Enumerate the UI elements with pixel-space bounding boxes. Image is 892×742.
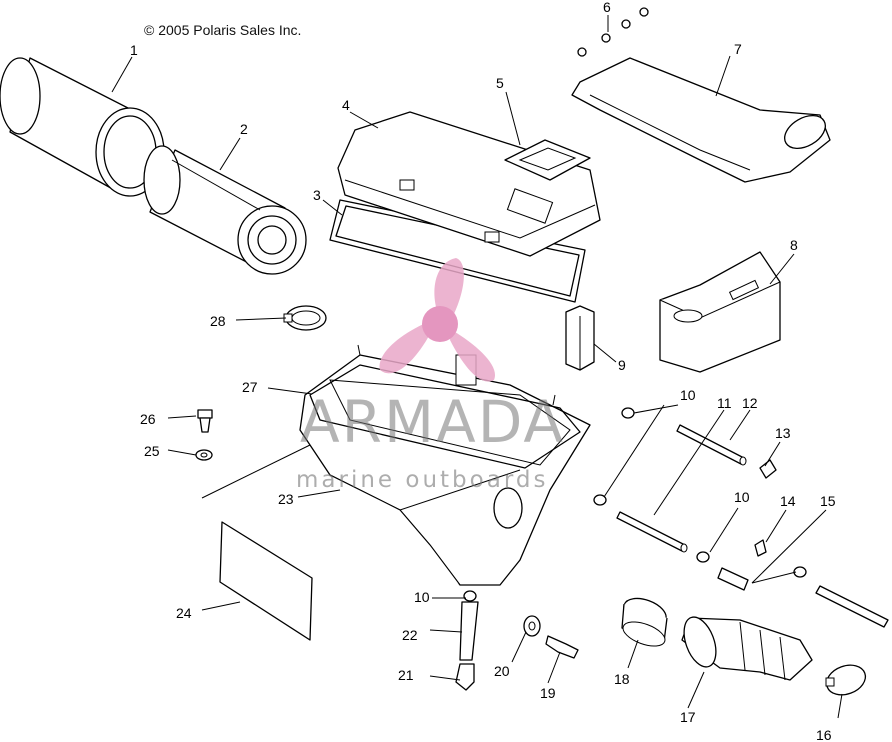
part-25-washer — [195, 449, 213, 461]
drain-tube — [815, 585, 889, 628]
callout-4: 4 — [342, 97, 350, 113]
callout-14: 14 — [780, 493, 796, 509]
part-2-filter-element — [143, 145, 307, 275]
callout-2: 2 — [240, 121, 248, 137]
watermark-propeller-icon — [379, 258, 495, 382]
callouts: 1 2 3 4 5 6 7 8 9 10 11 12 13 10 14 15 1… — [130, 0, 836, 742]
callout-26: 26 — [140, 411, 156, 427]
leader-lines — [111, 15, 843, 719]
callout-21: 21 — [398, 667, 414, 683]
watermark-subtitle: marine outboards — [296, 467, 548, 493]
part-7-intake-duct — [571, 57, 831, 183]
callout-7: 7 — [734, 41, 742, 57]
part-14-clip — [754, 539, 767, 557]
part-12-tube — [676, 424, 747, 466]
callout-15: 15 — [820, 493, 836, 509]
callout-27: 27 — [242, 379, 258, 395]
watermark-title: ARMADA — [300, 388, 565, 456]
part-21-drain-cap — [455, 663, 475, 691]
callout-19: 19 — [540, 685, 556, 701]
callout-17: 17 — [680, 709, 696, 725]
callout-16: 16 — [816, 727, 832, 742]
part-1-filter-sleeve — [0, 57, 165, 197]
callout-6: 6 — [603, 0, 611, 15]
callout-8: 8 — [790, 237, 798, 253]
callout-18: 18 — [614, 671, 630, 687]
part-26-push-pin — [197, 409, 213, 433]
part-4-airbox-lid — [337, 111, 601, 257]
callout-23: 23 — [278, 491, 294, 507]
callout-12: 12 — [742, 395, 758, 411]
part-5-lid-plate — [504, 139, 591, 181]
part-28-clamp — [283, 305, 327, 331]
part-22-drain-hose — [459, 601, 479, 661]
callout-9: 9 — [618, 357, 626, 373]
part-15-valve — [717, 567, 749, 591]
callout-5: 5 — [496, 75, 504, 91]
copyright-notice: © 2005 Polaris Sales Inc. — [144, 22, 302, 38]
callout-25: 25 — [144, 443, 160, 459]
callout-28: 28 — [210, 313, 226, 329]
callout-11: 11 — [717, 395, 732, 411]
part-13-clip — [759, 459, 777, 479]
part-23-airbox-body — [299, 344, 591, 586]
part-27-seal — [309, 364, 581, 469]
part-16-clamp — [825, 664, 867, 696]
callout-1: 1 — [130, 42, 138, 58]
callout-10-mid: 10 — [734, 489, 750, 505]
part-8-foam-block — [659, 251, 781, 373]
callout-22: 22 — [402, 627, 418, 643]
part-24-label-sheet — [219, 521, 313, 641]
part-17-intake-boot — [681, 616, 813, 681]
part-18-coupler — [621, 597, 668, 647]
part-10-grommets — [463, 407, 807, 602]
part-19-fitting — [545, 635, 579, 659]
callout-20: 20 — [494, 663, 510, 679]
part-11-tube — [616, 511, 688, 553]
callout-13: 13 — [775, 425, 791, 441]
part-6-screws — [577, 7, 649, 57]
part-9-foam-strip — [565, 305, 595, 371]
watermark: ARMADA marine outboards — [296, 258, 565, 493]
part-20-grommet — [523, 615, 541, 637]
callout-3: 3 — [313, 187, 321, 203]
callout-10-bottom: 10 — [414, 589, 430, 605]
callout-10-top: 10 — [680, 387, 696, 403]
callout-24: 24 — [176, 605, 192, 621]
